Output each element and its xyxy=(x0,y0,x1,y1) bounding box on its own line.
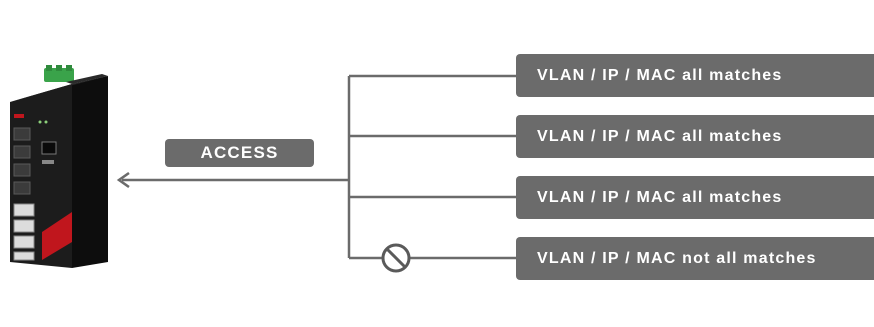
rule-match-3: VLAN / IP / MAC all matches xyxy=(516,176,874,219)
rule-match-1: VLAN / IP / MAC all matches xyxy=(516,54,874,97)
arrow-head-icon xyxy=(116,171,130,189)
rule-match-2: VLAN / IP / MAC all matches xyxy=(516,115,874,158)
industrial-switch-icon xyxy=(10,65,108,268)
prohibited-icon xyxy=(381,243,411,273)
access-label: ACCESS xyxy=(165,139,314,167)
rule-not-match: VLAN / IP / MAC not all matches xyxy=(516,237,874,280)
